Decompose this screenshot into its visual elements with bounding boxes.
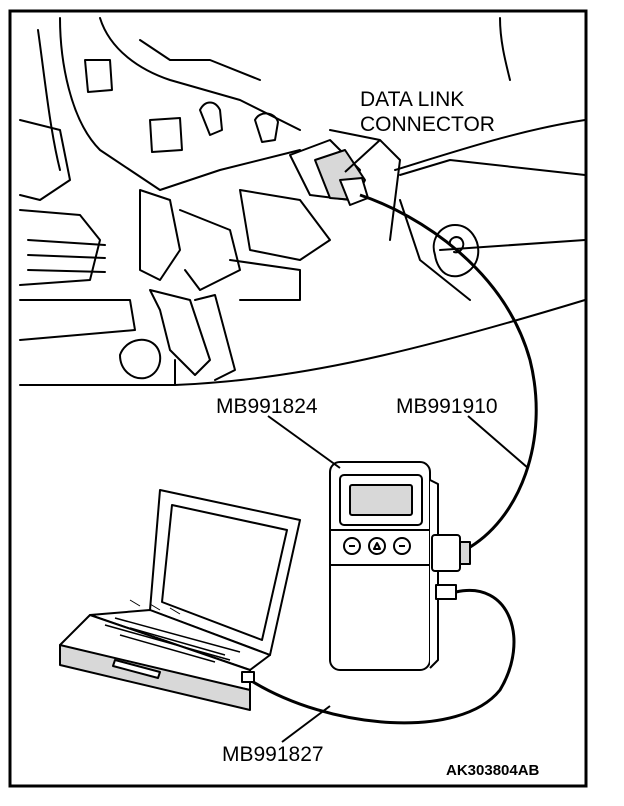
cable-mb991910 <box>359 193 538 552</box>
label-data-link-connector-line1: DATA LINK <box>360 88 465 111</box>
label-mb991827: MB991827 <box>222 743 324 766</box>
mb991824-tester <box>329 461 471 671</box>
leader-mb991824 <box>267 415 341 469</box>
vehicle-dashboard-illustration <box>19 17 586 386</box>
laptop-pc <box>59 489 301 711</box>
label-data-link-connector-line2: CONNECTOR <box>360 113 495 136</box>
data-link-connector-plug <box>289 139 369 206</box>
leader-mb991827 <box>281 705 331 743</box>
label-mb991824: MB991824 <box>216 395 318 418</box>
cable-mb991827 <box>249 589 516 725</box>
label-mb991910: MB991910 <box>396 395 498 418</box>
leader-data-link-connector <box>344 139 381 173</box>
leader-mb991910 <box>467 415 529 469</box>
figure-code: AK303804AB <box>446 762 540 779</box>
diagram-border <box>8 9 588 788</box>
